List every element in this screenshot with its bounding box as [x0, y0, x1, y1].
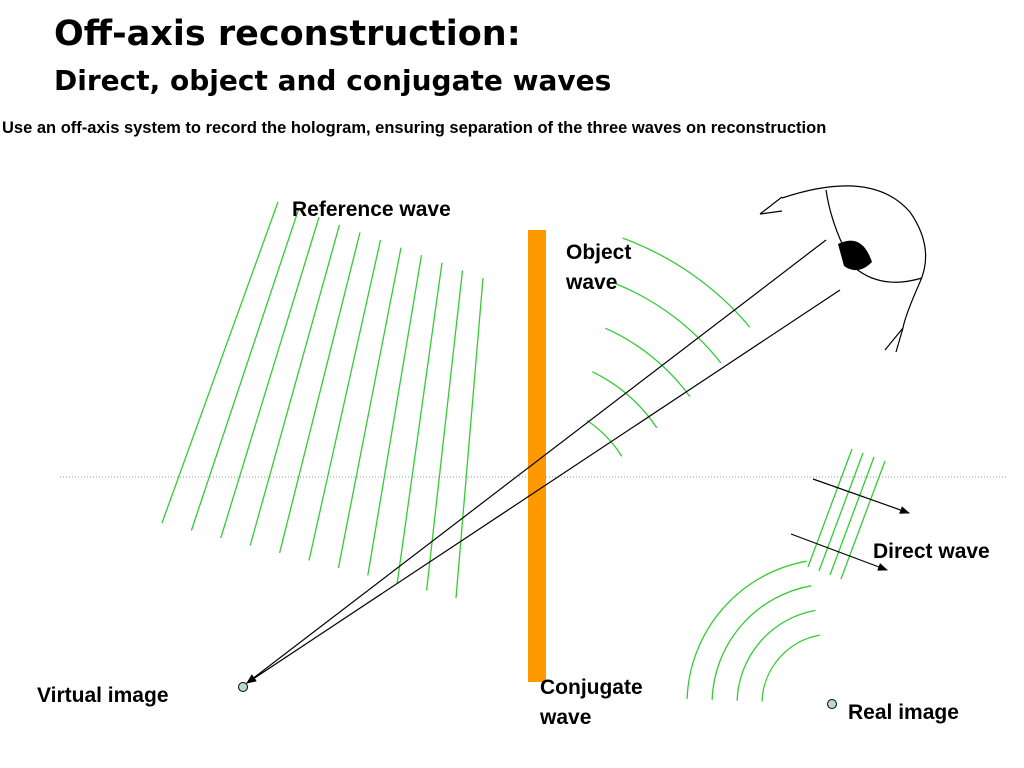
direct-wavefront — [807, 448, 853, 568]
reference-wavefront — [278, 232, 361, 554]
reference-wavefront — [220, 217, 320, 539]
reference-wavefront — [425, 270, 464, 591]
object-wave-label: Object wave — [566, 238, 631, 298]
direct-wavefront — [818, 452, 864, 572]
virtual-image-point — [238, 682, 248, 692]
reference-wavefront — [249, 224, 341, 546]
object-wavefronts — [586, 237, 751, 457]
conjugate-wavefront — [761, 634, 820, 702]
reference-wave-label: Reference wave — [292, 198, 451, 221]
reference-wavefronts — [161, 201, 484, 599]
instruction-text: Use an off-axis system to record the hol… — [2, 119, 827, 137]
direct-wavefront — [829, 456, 875, 576]
object-wavefront — [592, 371, 658, 429]
conjugate-wave-label-line2: wave — [540, 706, 592, 729]
conjugate-wavefront — [686, 560, 807, 699]
eye-icon — [759, 185, 927, 353]
reference-wavefront — [337, 247, 402, 569]
reference-wavefront — [396, 262, 443, 584]
direct-wave-label: Direct wave — [873, 540, 990, 563]
slide-subtitle: Direct, object and conjugate waves — [54, 64, 612, 97]
virtual-image-label: Virtual image — [37, 684, 169, 707]
real-image-label: Real image — [848, 701, 959, 724]
object-wave-label-line1: Object — [566, 241, 632, 264]
conjugate-wavefront — [711, 585, 812, 700]
object-wavefront — [605, 327, 691, 397]
ray-upper — [246, 239, 827, 684]
direct-wave-arrow-lower — [790, 533, 888, 571]
object-wave-label-line2: wave — [566, 271, 618, 294]
reference-wavefront — [190, 209, 300, 531]
conjugate-wavefronts — [686, 560, 820, 702]
slide-title: Off-axis reconstruction: — [54, 14, 521, 54]
object-wavefront — [615, 282, 722, 364]
conjugate-wavefront — [736, 609, 816, 701]
reference-wavefront — [455, 277, 484, 599]
direct-wave-arrow-upper — [812, 478, 910, 514]
object-wavefront — [622, 237, 751, 328]
real-image-point — [827, 699, 837, 709]
reference-wavefront — [161, 201, 279, 524]
direct-wavefronts — [807, 448, 886, 580]
direct-wavefront — [840, 460, 886, 580]
reference-wavefront — [308, 239, 382, 561]
object-wavefront — [586, 419, 623, 457]
ray-lower — [246, 289, 841, 684]
conjugate-wave-label: Conjugate wave — [540, 673, 643, 733]
hologram-plate — [528, 230, 546, 682]
reference-wavefront — [367, 255, 423, 576]
conjugate-wave-label-line1: Conjugate — [540, 676, 643, 699]
